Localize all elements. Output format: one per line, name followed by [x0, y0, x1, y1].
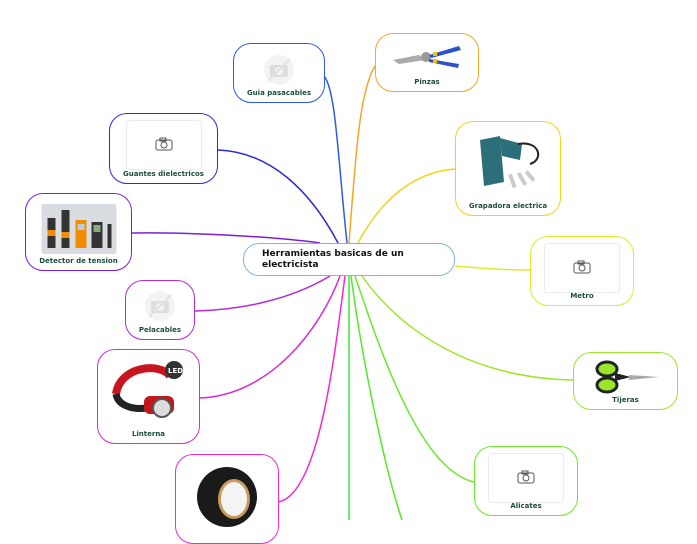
topic-label: Pelacables [138, 326, 182, 334]
topic-label: Linterna [131, 430, 166, 438]
stapler-image [470, 130, 546, 196]
image-placeholder [125, 120, 202, 170]
topic-detector-de-tension[interactable]: Detector de tension [25, 193, 132, 271]
insulating-tape-image [194, 463, 260, 527]
topic-metro[interactable]: Metro [530, 236, 634, 306]
link-pelacables [194, 275, 331, 312]
camera-icon [573, 259, 591, 278]
link-grapadora [357, 168, 456, 244]
scissors-image [591, 359, 661, 395]
topic-grapadora-electrica[interactable]: Grapadora electrica [455, 121, 561, 216]
central-topic-label: Herramientas basicas de un electricista [262, 249, 404, 270]
voltage-tester-image [41, 204, 116, 254]
link-alicates [354, 275, 475, 483]
link-cinta [277, 275, 346, 503]
camera-icon [155, 136, 173, 155]
headlamp-image: LED [110, 356, 188, 424]
broken-image-icon [143, 289, 177, 323]
link-detector [131, 232, 321, 244]
link-guia [323, 75, 348, 244]
link-metro [454, 265, 531, 271]
topic-guantes-dielectricos[interactable]: Guantes dielectricos [109, 113, 218, 184]
topic-cinta-aislante[interactable] [175, 454, 279, 544]
broken-image-icon [262, 53, 296, 87]
topic-label: Detector de tension [39, 257, 118, 265]
topic-label: Pinzas [414, 78, 440, 86]
topic-label: Alicates [510, 502, 542, 510]
topic-label: Metro [570, 292, 594, 300]
pliers-image [389, 42, 465, 72]
camera-icon [517, 469, 535, 488]
topic-label: Guantes dielectricos [123, 170, 204, 178]
central-topic[interactable]: Herramientas basicas de un electricista [243, 243, 455, 276]
link-pinzas [348, 65, 376, 244]
link-guantes [217, 149, 339, 244]
image-placeholder [544, 243, 620, 293]
link-linterna [199, 275, 341, 399]
topic-label: Grapadora electrica [468, 202, 548, 210]
topic-linterna[interactable]: LED Linterna [97, 349, 200, 444]
led-badge: LED [168, 367, 183, 375]
topic-guia-pasacables[interactable]: Guia pasacables [233, 43, 325, 103]
topic-alicates[interactable]: Alicates [474, 446, 578, 516]
topic-label: Guia pasacables [246, 89, 312, 97]
image-placeholder [488, 453, 564, 503]
topic-pelacables[interactable]: Pelacables [125, 280, 195, 340]
topic-label: Tijeras [612, 396, 639, 404]
topic-tijeras[interactable]: Tijeras [573, 352, 678, 410]
topic-pinzas[interactable]: Pinzas [375, 33, 479, 92]
link-tijeras [361, 275, 574, 381]
connection-lines [131, 65, 574, 520]
link-offscreen-2 [350, 275, 403, 520]
